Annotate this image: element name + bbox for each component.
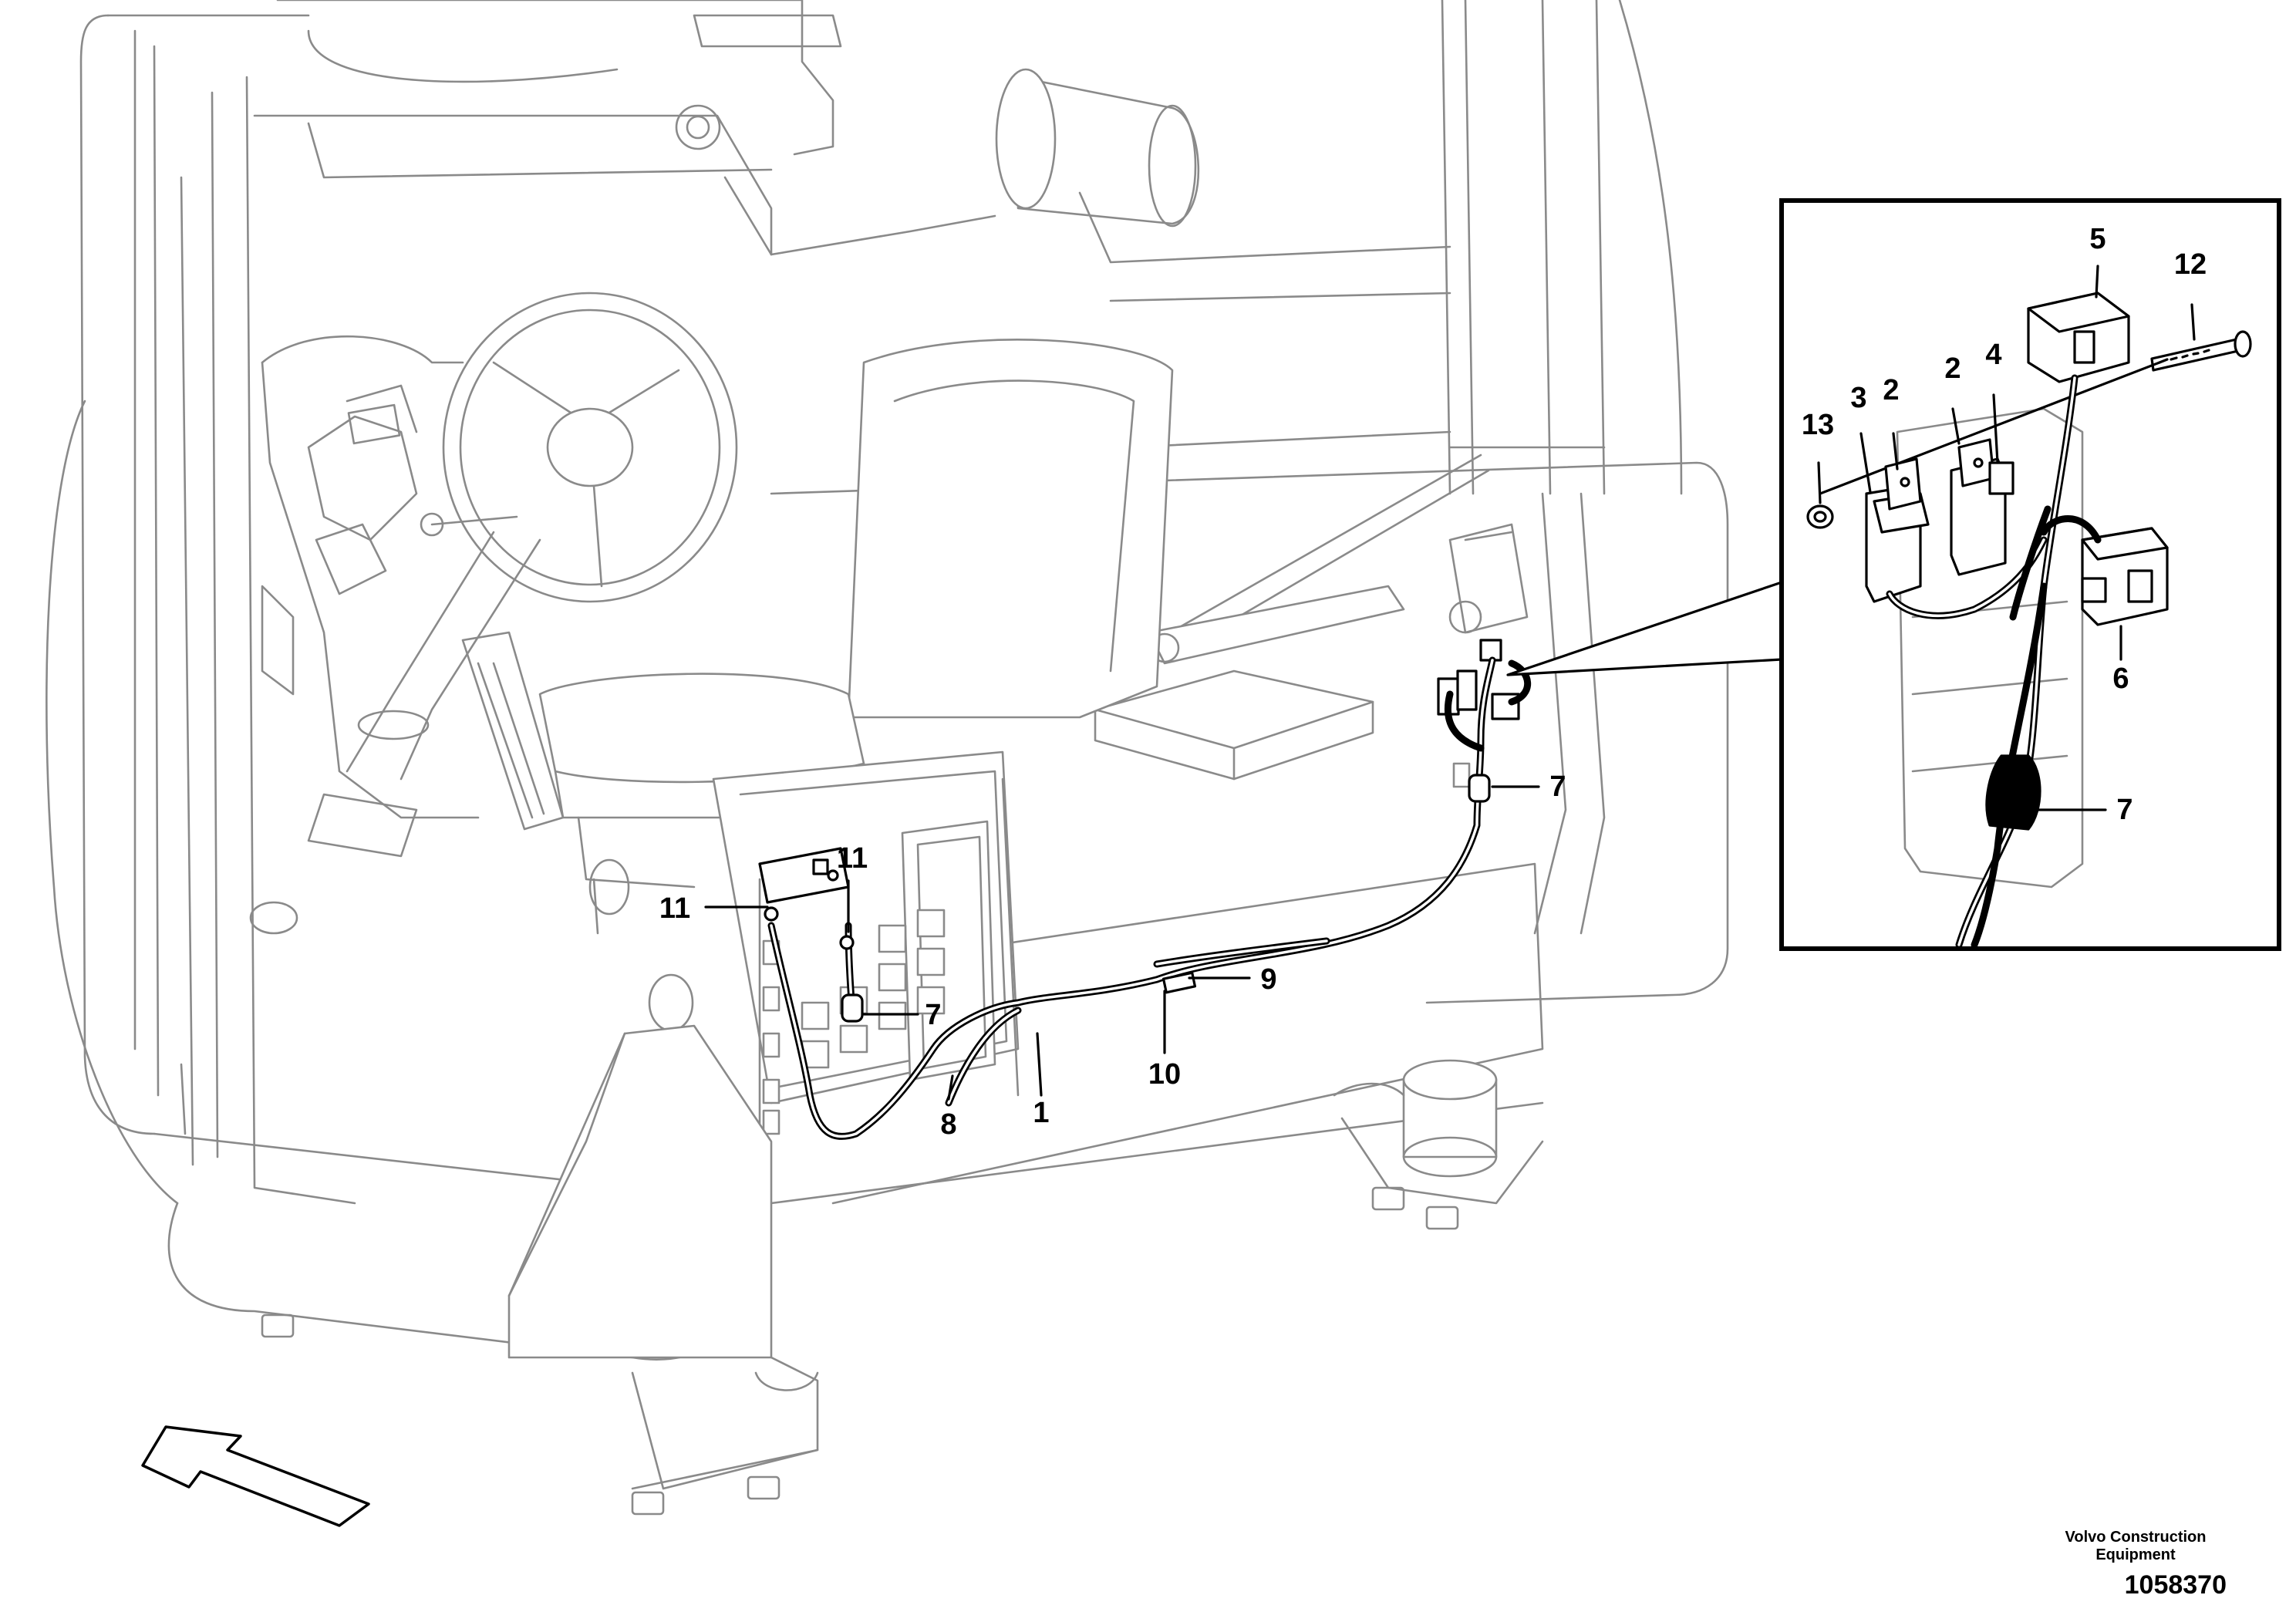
- callout-leaders: [704, 265, 2196, 1101]
- detail-callout-4: 4: [1985, 339, 2001, 371]
- callout-11-left: 11: [659, 892, 690, 925]
- steering-dashboard: [261, 292, 738, 858]
- callout-7-right: 7: [1549, 771, 1566, 803]
- main-callouts: 1 7 7 8 9 10 11 11: [659, 771, 1566, 1141]
- detail-callouts: 2 2 3 4 5 6 7 12 13: [1802, 223, 2207, 826]
- drawing-number: 1058370: [2124, 1570, 2227, 1600]
- detail-callout-2-right: 2: [1944, 352, 1961, 385]
- callout-9: 9: [1260, 963, 1276, 996]
- brand-caption: Volvo Construction Equipment: [2043, 1529, 2228, 1564]
- right-component-cluster: [1437, 523, 1529, 788]
- detail-pointer: [1506, 581, 1783, 676]
- callout-10: 10: [1148, 1058, 1181, 1091]
- detail-callout-7: 7: [2116, 794, 2132, 826]
- detail-view: [1779, 198, 2281, 951]
- callout-7-panel: 7: [925, 999, 941, 1031]
- brand-line-1: Volvo Construction: [2065, 1529, 2207, 1546]
- direction-arrow-icon: [141, 1425, 370, 1527]
- detail-callout-6: 6: [2112, 663, 2129, 695]
- detail-callout-5: 5: [2089, 223, 2106, 255]
- detail-callout-12: 12: [2174, 248, 2207, 281]
- callout-11-top: 11: [837, 842, 868, 875]
- operator-seat: [249, 339, 1174, 1032]
- side-console: [712, 750, 1020, 1143]
- wiring-harness: [764, 656, 1532, 1140]
- detail-callout-13: 13: [1802, 409, 1834, 441]
- callout-1: 1: [1033, 1097, 1049, 1129]
- detail-callout-3: 3: [1850, 382, 1866, 414]
- detail-callout-2-left: 2: [1883, 374, 1899, 406]
- cab-frame: [46, 0, 1729, 1361]
- callout-8: 8: [940, 1108, 956, 1141]
- lower-structure: [261, 1024, 1544, 1516]
- brand-line-2: Equipment: [2095, 1546, 2176, 1563]
